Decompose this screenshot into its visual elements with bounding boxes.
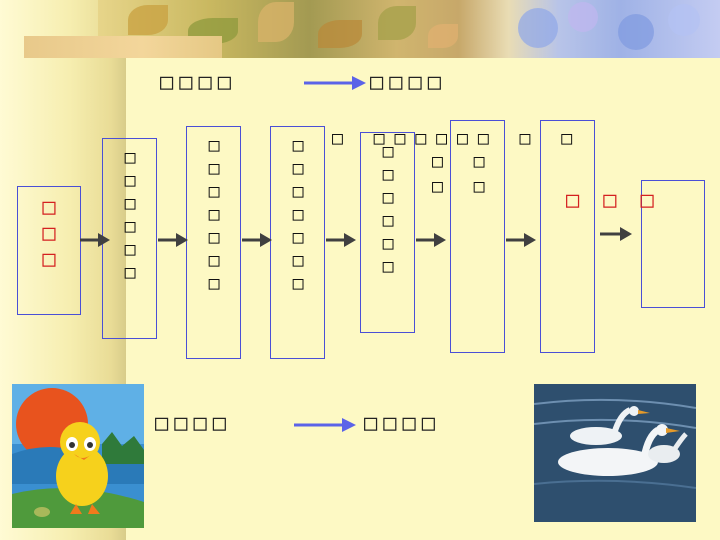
- duckling-image: [12, 384, 144, 528]
- stage-note-line-3: □ □: [432, 176, 495, 197]
- flow-arrow-icon: [80, 233, 110, 247]
- stage-note-line-2: □ □: [432, 151, 495, 172]
- stage-label-5: □□□□□□: [382, 141, 394, 277]
- stage-box-6: [450, 120, 505, 353]
- swans-image: [534, 384, 696, 522]
- stage-label-1: □□□: [42, 195, 56, 272]
- flow-arrow-icon: [242, 233, 272, 247]
- decorative-banner: [98, 0, 720, 58]
- flow-arrow-icon: [600, 227, 632, 241]
- stage-box-4: [270, 126, 325, 359]
- header-right-label: □□□□: [370, 70, 447, 95]
- stage-label-2: □□□□□□: [124, 147, 136, 283]
- flow-arrow-icon: [158, 233, 188, 247]
- stage-label-4: □□□□□□□: [292, 135, 304, 294]
- stage-note-line-1: □ □□□□□□ □ □: [332, 128, 583, 149]
- footer-right-label: □□□□: [364, 411, 441, 436]
- stage-box-3: [186, 126, 241, 359]
- banner-accent-stripe: [24, 36, 222, 58]
- stage-box-7: [540, 120, 595, 353]
- stage-label-8: □□□: [566, 188, 678, 213]
- flow-arrow-icon: [506, 233, 536, 247]
- stage-box-5: [360, 132, 415, 333]
- footer-arrow-icon: [294, 418, 356, 432]
- header-arrow-icon: [304, 76, 366, 90]
- header-left-label: □□□□: [160, 70, 237, 95]
- footer-left-label: □□□□: [155, 411, 232, 436]
- stage-box-8: [641, 180, 705, 308]
- stage-box-1: [17, 186, 81, 315]
- flow-arrow-icon: [416, 233, 446, 247]
- stage-label-3: □□□□□□□: [208, 135, 220, 294]
- flow-arrow-icon: [326, 233, 356, 247]
